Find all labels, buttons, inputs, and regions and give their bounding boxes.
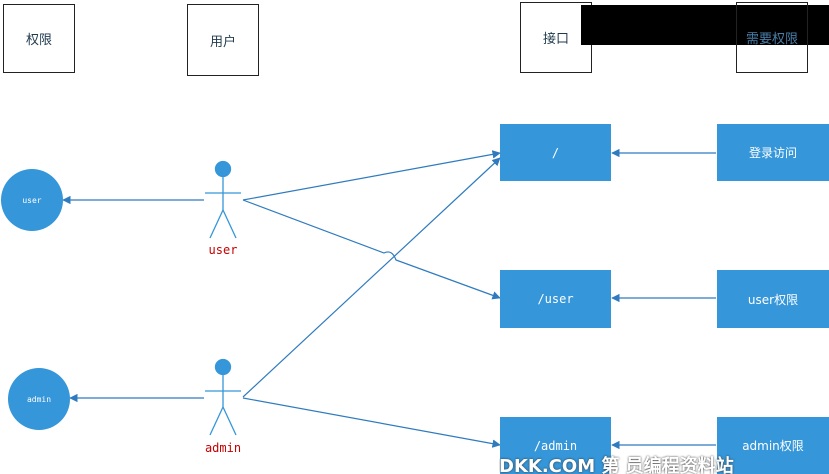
header-permission-label: 权限 [25,33,52,48]
requirement-root: 登录访问 [717,124,829,181]
requirement-admin: admin权限 [717,417,829,474]
header-interface: 接口 [520,2,592,73]
redaction-bar [581,5,829,45]
endpoint-admin: /admin [500,417,611,474]
admin-actor-icon [205,358,241,436]
edge-admin-to-root [242,157,501,398]
endpoint-root: / [500,124,611,181]
requirement-user: user权限 [717,270,829,328]
role-user-circle: user [1,169,63,231]
requirement-root-label: 登录访问 [748,146,797,160]
user-actor-icon [205,160,241,239]
header-interface-label: 接口 [542,32,569,47]
requirement-admin-label: admin权限 [742,439,804,453]
actor-label-admin: admin [204,441,242,455]
endpoint-user-label: /user [537,292,574,306]
edge-user-to-user-endpoint [242,199,501,300]
role-admin-circle: admin [8,368,70,430]
endpoint-root-label: / [551,145,560,160]
edge-admin-to-admin-endpoint [242,397,501,448]
header-permission: 权限 [3,4,75,73]
edge-user-to-root [242,150,501,201]
role-admin-label: admin [26,394,52,404]
header-user-label: 用户 [209,34,236,50]
endpoint-admin-label: /admin [533,438,578,453]
actor-label-user: user [208,243,238,257]
header-required-permission: 需要权限 [736,2,808,73]
requirement-user-label: user权限 [747,292,799,307]
endpoint-user: /user [500,270,611,328]
header-user: 用户 [187,4,259,76]
header-required-permission-label: 需要权限 [745,32,798,47]
role-user-label: user [22,195,42,205]
watermark: DKK.COM 第 员编程资料站 [499,456,734,474]
